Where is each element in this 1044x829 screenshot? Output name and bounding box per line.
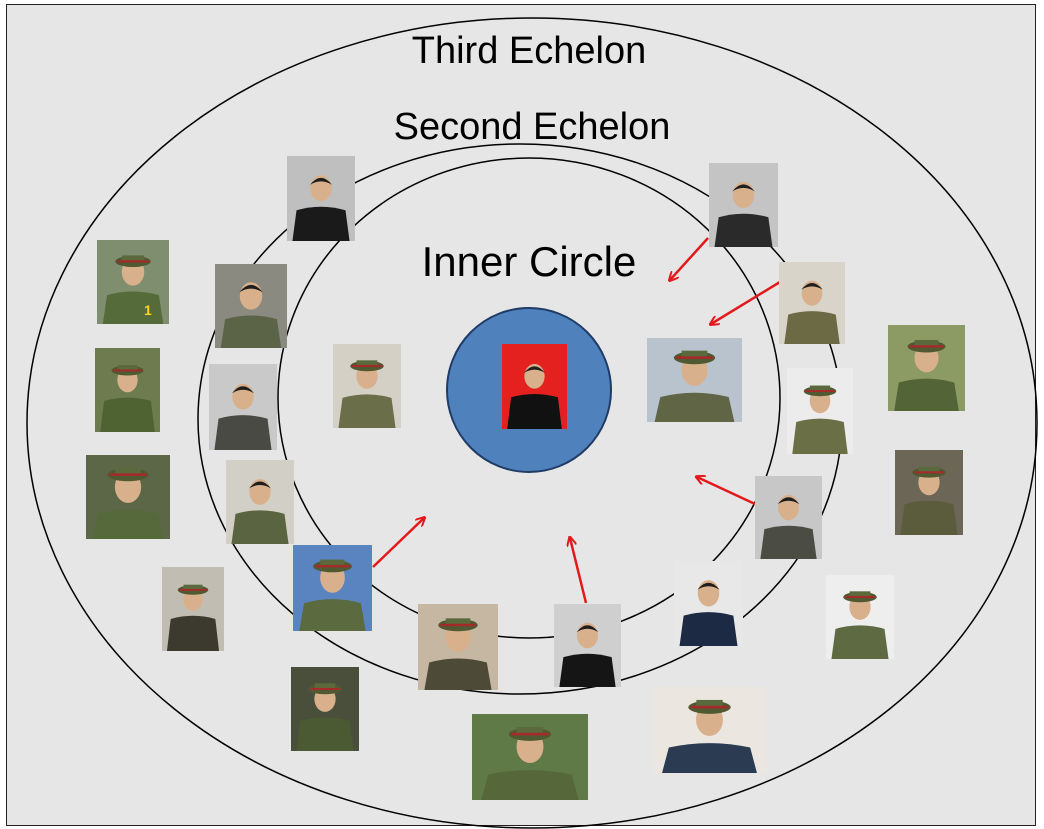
portrait-center	[502, 344, 567, 429]
portrait-third-9	[653, 687, 766, 773]
second-echelon-label: Second Echelon	[393, 106, 671, 148]
portrait-third-5	[895, 450, 963, 535]
portrait-third-4	[86, 455, 170, 539]
portrait-second-10	[554, 604, 621, 687]
portrait-third-10	[472, 714, 588, 800]
portrait-second-3	[209, 364, 277, 450]
portrait-third-8	[291, 667, 359, 751]
portrait-inner-2	[647, 338, 742, 422]
portrait-third-3	[888, 325, 965, 411]
arrow-2	[711, 280, 781, 324]
portrait-third-1: 1	[97, 240, 169, 324]
arrow-1	[670, 237, 709, 280]
third-echelon-ring	[26, 17, 1038, 829]
arrow-4	[570, 538, 588, 604]
portrait-second-4	[787, 368, 853, 454]
portrait-second-8	[674, 561, 743, 646]
inner-circle-label: Inner Circle	[421, 238, 637, 285]
third-echelon-label: Third Echelon	[411, 30, 647, 72]
arrow-5	[372, 518, 424, 568]
inner-circle-ring	[277, 157, 781, 639]
portrait-suit-1	[287, 156, 355, 241]
portrait-second-2	[779, 262, 845, 344]
photo-overlay-number: 1	[144, 302, 152, 318]
portrait-third-6	[162, 567, 224, 651]
portrait-third-2	[95, 348, 160, 432]
portrait-second-1	[215, 264, 287, 348]
portrait-third-7	[826, 575, 894, 659]
portrait-second-6	[755, 476, 822, 559]
portrait-second-7	[293, 545, 372, 631]
portrait-second-9	[418, 604, 498, 690]
portrait-inner-1	[333, 344, 401, 428]
portrait-second-5	[226, 460, 294, 544]
arrow-3	[697, 477, 756, 506]
portrait-suit-2	[709, 163, 778, 247]
